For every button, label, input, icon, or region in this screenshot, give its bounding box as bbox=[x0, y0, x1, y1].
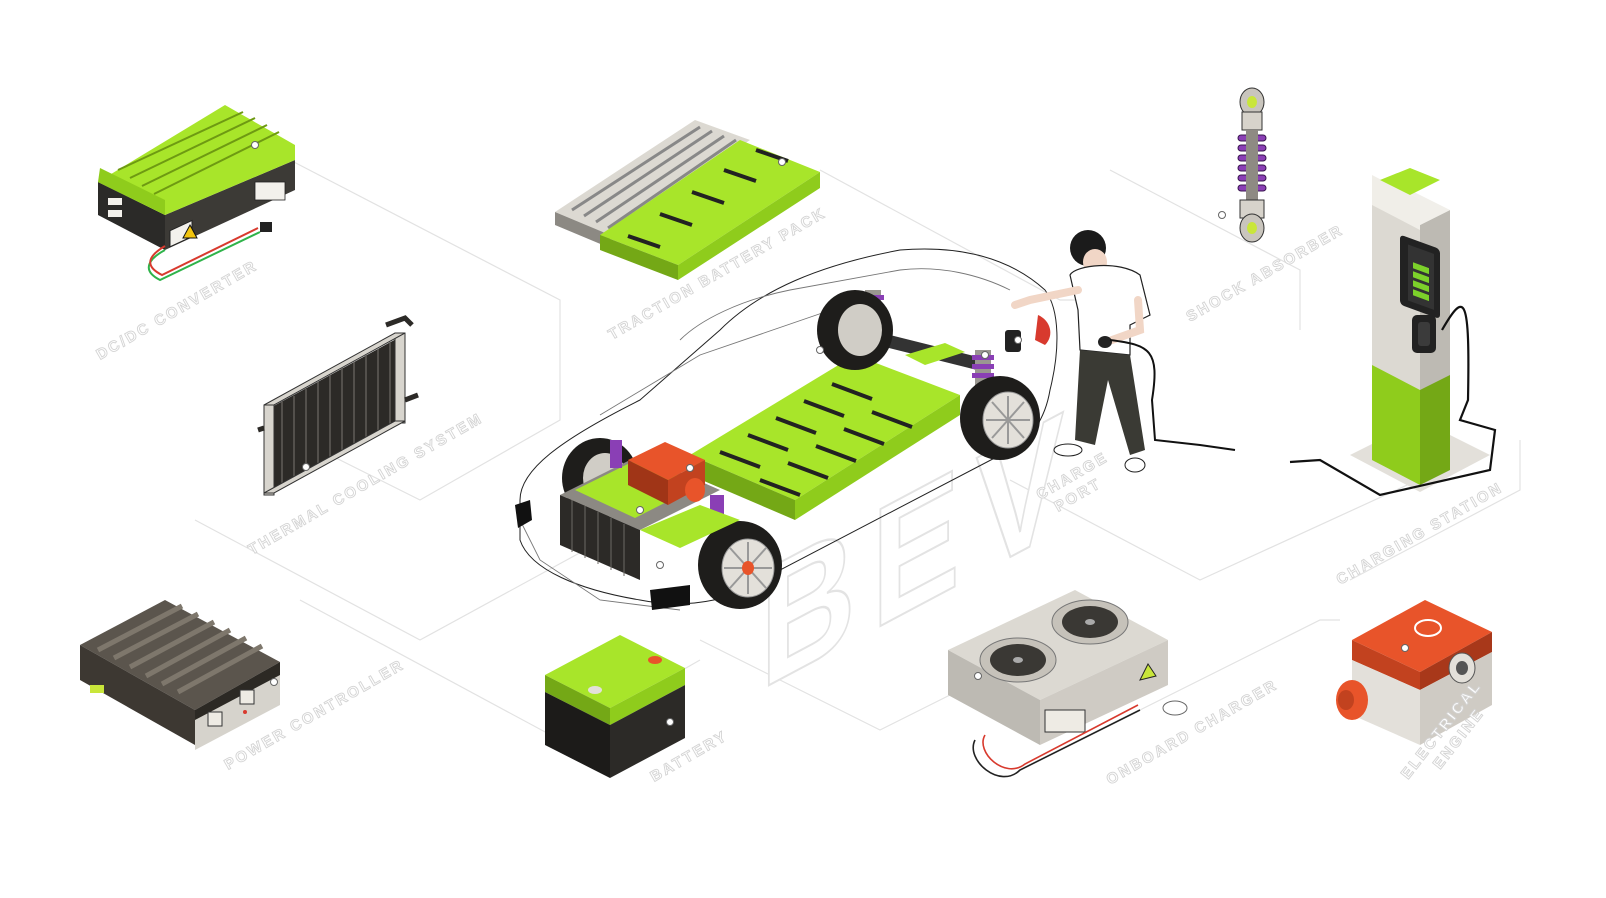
fan-icon bbox=[1051, 599, 1129, 645]
shock-absorber: SHOCK ABSORBER bbox=[1183, 87, 1347, 326]
front-wheel-right bbox=[698, 521, 782, 609]
traction-battery-pack: TRACTION BATTERY PACK bbox=[555, 120, 830, 344]
battery-12v: BATTERY bbox=[545, 635, 732, 786]
car-chassis bbox=[515, 248, 1058, 611]
thermal-cooling-system: THERMAL COOLING SYSTEM bbox=[245, 315, 487, 559]
label-shock-absorber: SHOCK ABSORBER bbox=[1184, 221, 1347, 325]
label-dcdc-converter: DC/DC CONVERTER bbox=[94, 257, 261, 363]
electrical-engine: ELECTRICAL ENGINE bbox=[1336, 600, 1492, 783]
dcdc-converter: DC/DC CONVERTER bbox=[93, 105, 295, 364]
rear-wheel-left bbox=[817, 290, 893, 370]
power-controller: POWER CONTROLLER bbox=[80, 600, 408, 774]
label-charging-station: CHARGING STATION bbox=[1334, 479, 1507, 588]
onboard-charger: ONBOARD CHARGER bbox=[948, 590, 1281, 789]
rear-wheel-right bbox=[960, 376, 1040, 460]
fan-icon bbox=[979, 637, 1057, 683]
warning-icon bbox=[1139, 663, 1157, 681]
